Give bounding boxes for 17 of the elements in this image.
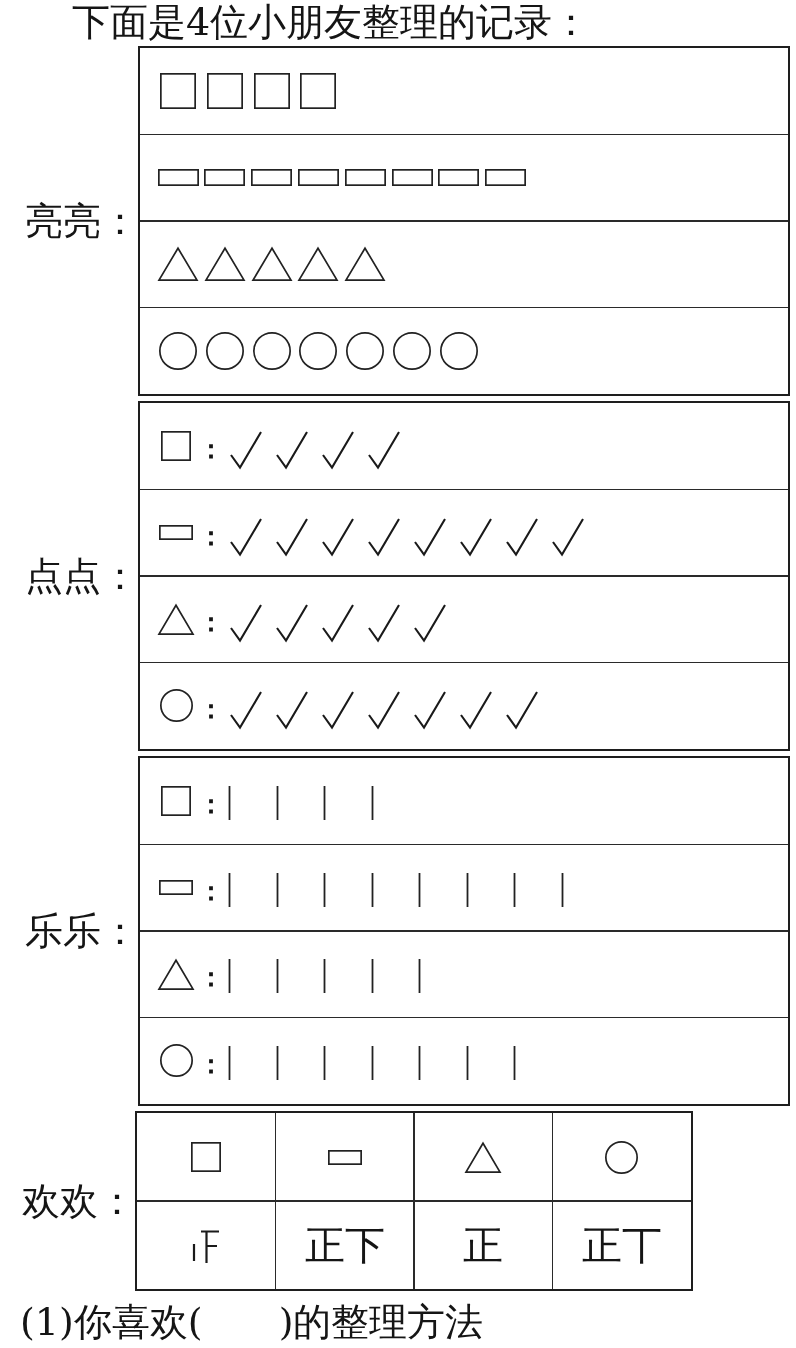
tally-text: 正下 (304, 1222, 385, 1268)
colon-label: ： (198, 434, 224, 465)
name-label: 亮亮： (25, 199, 139, 243)
intro-text: 下面是4位小朋友整理的记录： (72, 0, 591, 44)
colon-label: ： (198, 607, 224, 638)
colon-label: ： (198, 520, 224, 551)
colon-label: ： (198, 875, 224, 906)
name-label: 乐乐： (25, 909, 139, 953)
colon-label: ： (198, 962, 224, 993)
name-label: 欢欢： (22, 1179, 136, 1223)
colon-label: ： (198, 1048, 224, 1079)
colon-label: ： (198, 693, 224, 724)
question-text: (1)你喜欢( )的整理方法 (20, 1300, 484, 1344)
tally-text: 正丅 (581, 1222, 662, 1268)
tally-text: 正 (463, 1222, 504, 1268)
colon-label: ： (198, 789, 224, 820)
name-label: 点点： (25, 554, 139, 598)
